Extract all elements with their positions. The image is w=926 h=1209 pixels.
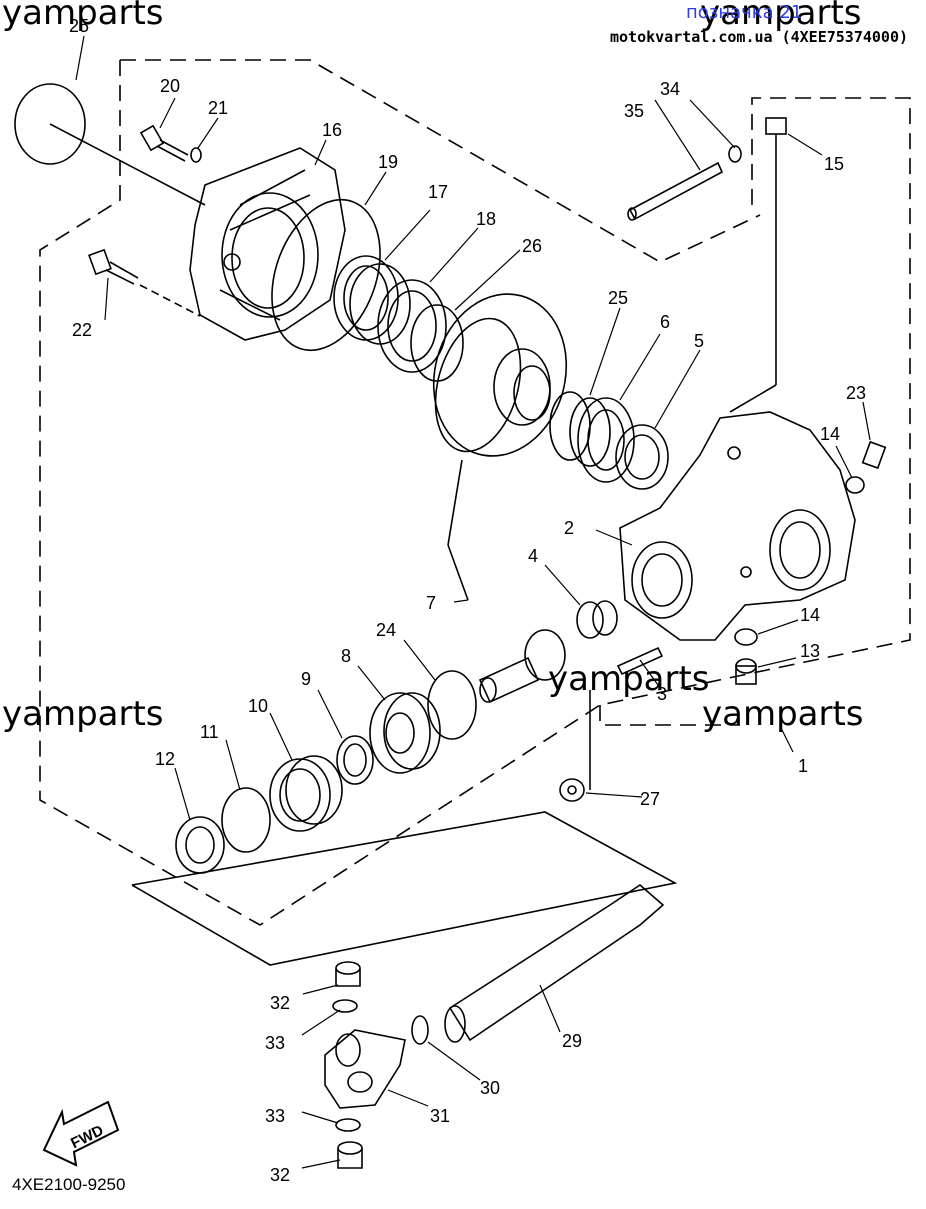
washer-21	[190, 147, 202, 163]
callout-19: 19	[378, 152, 398, 172]
drive-shaft-29	[444, 883, 665, 1043]
o-ring-19	[271, 198, 381, 352]
circlip-30	[411, 1015, 429, 1045]
bearing-8	[369, 692, 441, 774]
bolt-20	[139, 124, 189, 162]
callout-26: 26	[522, 236, 542, 256]
callout-8: 8	[341, 646, 351, 666]
callout-29: 29	[562, 1031, 582, 1051]
callout-labels: 1 2 3 4 5 6 7 8 9 10 11 12 13 14 14 15 1…	[69, 16, 866, 1185]
callout-9: 9	[301, 669, 311, 689]
dashed-boundary	[39, 59, 911, 926]
callout-22: 22	[72, 320, 92, 340]
callout-14-upper: 14	[820, 424, 840, 444]
callout-23: 23	[846, 383, 866, 403]
callout-34: 34	[660, 79, 680, 99]
callout-35: 35	[624, 101, 644, 121]
watermark-mid-left: yamparts	[2, 694, 164, 734]
callout-33-top: 33	[265, 1033, 285, 1053]
callout-21: 21	[208, 98, 228, 118]
callout-15: 15	[824, 154, 844, 174]
ring-gear-7	[432, 293, 568, 601]
callout-1: 1	[798, 756, 808, 776]
callout-10: 10	[248, 696, 268, 716]
washer-14	[734, 628, 758, 646]
bearing-4	[576, 600, 618, 639]
callout-17: 17	[428, 182, 448, 202]
callout-33-bottom: 33	[265, 1106, 285, 1126]
fwd-arrow-icon	[42, 1100, 120, 1167]
shim-24	[427, 670, 477, 740]
bearing-6	[577, 397, 635, 483]
o-ring-25	[14, 83, 86, 165]
collar-9	[336, 735, 374, 785]
header-tag-link[interactable]: позначка 21	[686, 2, 803, 23]
callout-32-top: 32	[270, 993, 290, 1013]
diagram-code: 4XE2100-9250	[12, 1175, 126, 1194]
bearing-cup-32-top	[335, 961, 361, 987]
header-site-text: motokvartal.com.ua (4XEE75374000)	[610, 28, 909, 46]
bearing-17	[333, 255, 411, 345]
shaft-outline	[131, 811, 678, 966]
callout-16: 16	[322, 120, 342, 140]
callout-25-top: 25	[69, 16, 89, 36]
ring-nut-10	[269, 755, 343, 832]
universal-joint-31	[324, 1029, 406, 1109]
oil-seal-12	[175, 816, 225, 874]
drain-plug-13	[735, 658, 757, 685]
callout-14-lower: 14	[800, 605, 820, 625]
callout-4: 4	[528, 546, 538, 566]
callout-2: 2	[564, 518, 574, 538]
nut-27	[559, 778, 585, 802]
gear-case-1	[619, 411, 856, 641]
callout-32-bottom: 32	[270, 1165, 290, 1185]
callout-27: 27	[640, 789, 660, 809]
callout-18: 18	[476, 209, 496, 229]
callout-24: 24	[376, 620, 396, 640]
callout-7: 7	[426, 593, 436, 613]
callout-30: 30	[480, 1078, 500, 1098]
watermark-mid-center: yamparts	[548, 659, 710, 699]
watermark-top-right: yamparts	[700, 0, 862, 33]
watermark-mid-right: yamparts	[702, 694, 864, 734]
o-ring-11	[221, 787, 271, 853]
oil-seal-5	[615, 424, 669, 490]
clip-34	[728, 145, 742, 163]
pin-35	[627, 161, 724, 221]
callout-5: 5	[694, 331, 704, 351]
bearing-cup-32-bottom	[337, 1141, 363, 1169]
callout-20: 20	[160, 76, 180, 96]
stud-3	[589, 646, 664, 790]
shim-26	[410, 304, 464, 382]
callout-13: 13	[800, 641, 820, 661]
circlip-33-top	[332, 999, 358, 1013]
bolt-22	[88, 248, 201, 317]
plug-23	[845, 440, 887, 494]
circlip-33-bottom	[335, 1118, 361, 1132]
callout-25: 25	[608, 288, 628, 308]
callout-11: 11	[200, 722, 219, 742]
watermark-top-left: yamparts	[2, 0, 164, 33]
housing-cover-16	[189, 147, 346, 341]
fwd-label: FWD	[68, 1122, 106, 1152]
callout-31: 31	[430, 1106, 450, 1126]
breather-15	[729, 117, 787, 413]
bearing-18	[377, 279, 447, 373]
callout-3: 3	[657, 684, 667, 704]
callout-6: 6	[660, 312, 670, 332]
pinion-gear	[478, 629, 566, 704]
callout-12: 12	[155, 749, 175, 769]
leader-lines	[75, 35, 871, 1169]
